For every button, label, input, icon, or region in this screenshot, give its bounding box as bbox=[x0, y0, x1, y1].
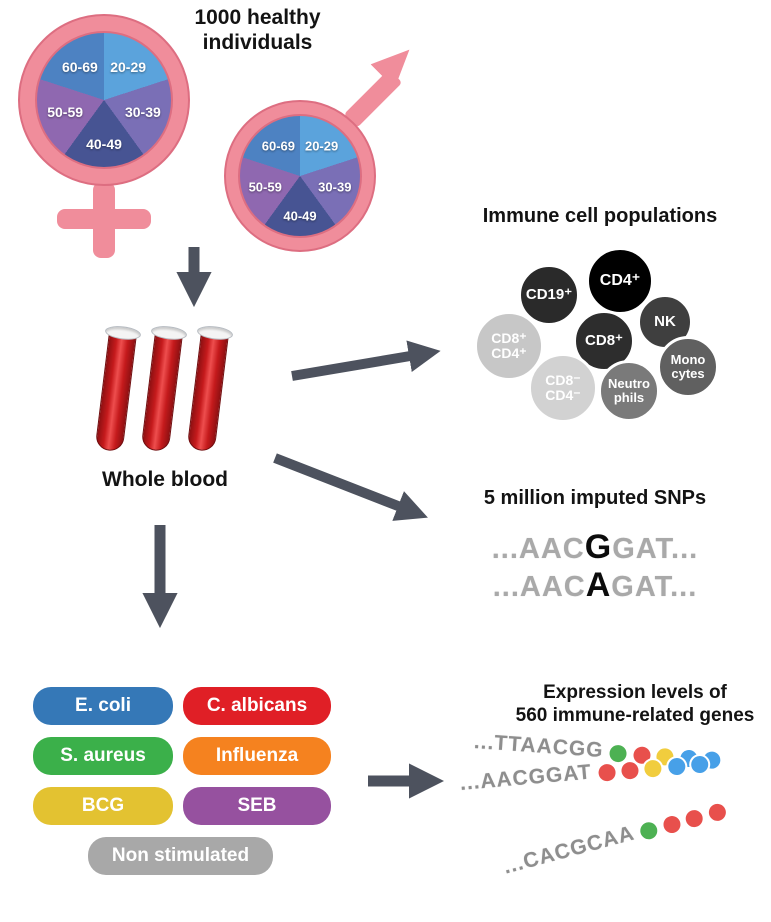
whole-blood-label: Whole blood bbox=[102, 468, 228, 491]
cell-label: phils bbox=[613, 390, 645, 405]
stimulus-saureus: S. aureus bbox=[33, 737, 173, 775]
age-group-label: 30-39 bbox=[124, 104, 161, 121]
snp-seq-text: ...AAC bbox=[491, 533, 585, 565]
expression-dot bbox=[690, 755, 710, 774]
expression-dot bbox=[644, 759, 663, 779]
female-age-pie-chart: 20-29 30-39 40-49 50-59 60-69 bbox=[35, 31, 173, 169]
dna-sequence-text: ...CACGCAA bbox=[500, 821, 638, 879]
snp-sequence-2: ...AACAGAT... bbox=[440, 566, 750, 605]
stimulus-influenza: Influenza bbox=[183, 737, 331, 775]
snp-title: 5 million imputed SNPs bbox=[483, 487, 707, 509]
male-age-pie-chart: 20-29 30-39 40-49 50-59 60-69 bbox=[238, 114, 362, 238]
expression-title-line2: 560 immune-related genes bbox=[515, 705, 755, 727]
cell-label: NK bbox=[654, 313, 676, 331]
age-group-label: 50-59 bbox=[248, 179, 282, 195]
stimulus-label: C. albicans bbox=[206, 695, 308, 716]
cell-cd4: CD4⁺ bbox=[586, 247, 654, 315]
age-group-label: 30-39 bbox=[318, 179, 352, 195]
age-group-label: 20-29 bbox=[110, 58, 147, 75]
stimulus-label: S. aureus bbox=[60, 745, 146, 766]
gene-sequence-row: ...CACGCAA bbox=[501, 797, 728, 879]
expression-dot bbox=[620, 761, 640, 781]
age-group-label: 40-49 bbox=[86, 136, 122, 153]
age-group-label: 60-69 bbox=[261, 138, 296, 154]
cell-label: Mono bbox=[670, 352, 706, 368]
snp-seq-text: ...AAC bbox=[492, 571, 586, 603]
tube-blood bbox=[186, 331, 229, 453]
expression-dot bbox=[661, 814, 683, 836]
expression-dot bbox=[638, 820, 660, 842]
snp-variant-allele: G bbox=[584, 528, 613, 566]
cell-label: CD4⁺ bbox=[599, 271, 641, 289]
snp-variant-allele: A bbox=[585, 566, 612, 604]
tube-blood bbox=[94, 331, 137, 453]
snp-sequence-1: ...AACGGAT... bbox=[440, 528, 750, 567]
expression-title: Expression levels of 560 immune-related … bbox=[480, 681, 771, 727]
cell-cd8neg-cd4neg: CD8⁻ CD4⁻ bbox=[528, 353, 598, 423]
cell-label: cytes bbox=[671, 366, 705, 381]
cell-label: CD8⁺ bbox=[491, 330, 527, 347]
stimulus-ecoli: E. coli bbox=[33, 687, 173, 725]
age-group-label: 40-49 bbox=[283, 208, 317, 224]
cell-neutrophils: Neutro phils bbox=[598, 360, 660, 422]
immune-populations-title: Immune cell populations bbox=[482, 205, 718, 227]
snp-seq-text: GAT... bbox=[612, 533, 699, 565]
blood-tube-icon bbox=[136, 324, 188, 455]
cell-nk: NK bbox=[637, 294, 693, 350]
cell-monocytes: Mono cytes bbox=[657, 336, 719, 398]
stimulus-label: BCG bbox=[81, 795, 125, 816]
expression-dot bbox=[684, 808, 705, 830]
expression-dot bbox=[597, 763, 616, 783]
main-title-line1: 1000 healthy bbox=[194, 6, 321, 29]
blood-tube-icon bbox=[182, 324, 234, 455]
cell-label: CD8⁺ bbox=[585, 332, 623, 350]
age-group-label: 60-69 bbox=[61, 58, 98, 75]
arrow-blood-to-snps bbox=[273, 453, 428, 521]
blood-tubes-group bbox=[94, 324, 248, 460]
dna-sequence-text: ...TTAACGG bbox=[473, 730, 605, 763]
stimulus-label: Influenza bbox=[215, 745, 299, 766]
dna-sequence-text: ...AACGGAT bbox=[458, 760, 593, 795]
cell-label: CD4⁻ bbox=[545, 387, 581, 403]
cell-label: CD8⁻ bbox=[545, 372, 581, 389]
cell-label: CD19⁺ bbox=[525, 286, 573, 304]
cell-label: Neutro bbox=[608, 376, 650, 392]
snp-seq-text: GAT... bbox=[611, 571, 698, 603]
female-symbol-crossbar bbox=[57, 209, 151, 229]
blood-tube-icon bbox=[90, 324, 142, 455]
stimulus-calbicans: C. albicans bbox=[183, 687, 331, 725]
stimulus-label: SEB bbox=[237, 795, 277, 816]
main-title: 1000 healthy individuals bbox=[150, 6, 365, 56]
stimulus-label: Non stimulated bbox=[111, 845, 250, 866]
main-title-line2: individuals bbox=[202, 30, 313, 54]
cell-cd8: CD8⁺ bbox=[573, 310, 635, 372]
age-group-label: 50-59 bbox=[47, 104, 84, 121]
expression-dot bbox=[667, 757, 686, 777]
stimulus-nonstimulated: Non stimulated bbox=[88, 837, 273, 875]
expression-dot bbox=[706, 802, 728, 824]
arrow-blood-to-cells bbox=[291, 340, 441, 381]
cell-cd19: CD19⁺ bbox=[518, 264, 580, 326]
stimulus-bcg: BCG bbox=[33, 787, 173, 825]
tube-blood bbox=[140, 331, 183, 453]
expression-title-line1: Expression levels of bbox=[543, 682, 727, 703]
cell-label: CD4⁺ bbox=[491, 345, 527, 361]
age-group-label: 20-29 bbox=[304, 138, 339, 154]
stimulus-label: E. coli bbox=[75, 695, 131, 716]
stimulus-seb: SEB bbox=[183, 787, 331, 825]
